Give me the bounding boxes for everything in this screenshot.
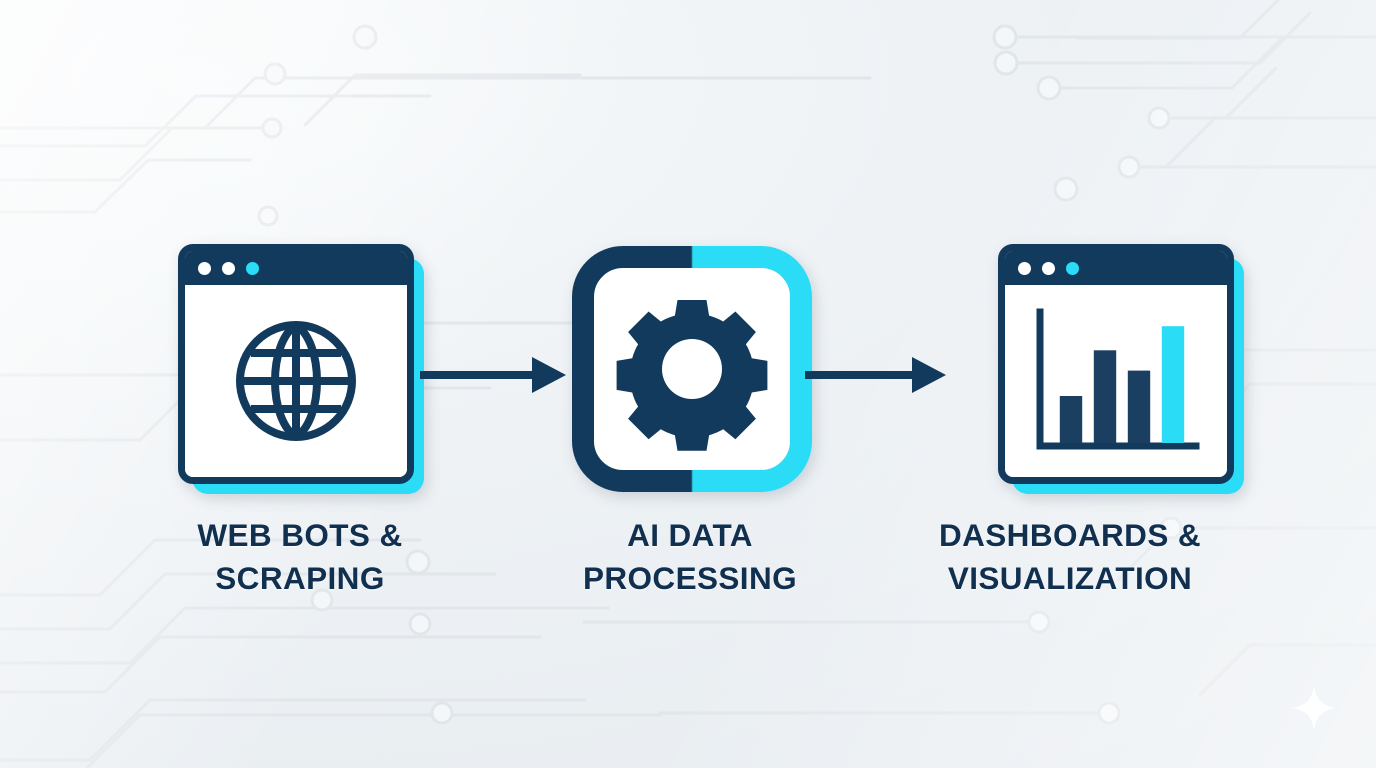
browser-content [1005, 285, 1227, 477]
sparkle-icon [1292, 686, 1336, 730]
web-bots-card[interactable] [170, 238, 430, 500]
window-dot-1 [1018, 261, 1031, 275]
window-dot-3 [246, 261, 259, 275]
browser-window-frame [178, 244, 414, 484]
browser-window-frame [998, 244, 1234, 484]
flow-step-label: WEB BOTS & SCRAPING [197, 517, 403, 596]
browser-titlebar [1005, 251, 1227, 285]
chart-bars [1059, 326, 1185, 443]
flow-step-label: AI DATA PROCESSING [582, 517, 798, 596]
window-dot-2 [1042, 261, 1055, 275]
chart-bar [1059, 396, 1083, 443]
flow-step-ai-processing[interactable]: AI DATA PROCESSING [560, 238, 820, 600]
chart-bar [1127, 370, 1151, 443]
connector-arrow-1 [420, 357, 566, 393]
chart-bar [1093, 350, 1117, 443]
split-border-square [572, 246, 812, 492]
ai-processing-card[interactable] [560, 238, 820, 500]
globe-icon [236, 321, 356, 441]
window-dot-1 [198, 261, 211, 275]
bar-chart-icon [1036, 308, 1200, 450]
browser-titlebar [185, 251, 407, 285]
connector-arrow-2 [805, 357, 946, 393]
chart-bar [1161, 326, 1185, 443]
flow-step-dashboards[interactable]: DASHBOARDS & VISUALIZATION [890, 238, 1250, 600]
dashboards-card[interactable] [940, 238, 1244, 500]
flow-step-web-bots[interactable]: WEB BOTS & SCRAPING [170, 238, 430, 600]
window-dot-2 [222, 261, 235, 275]
flow-step-label: DASHBOARDS & VISUALIZATION [938, 517, 1202, 596]
window-dot-3 [1066, 261, 1079, 275]
gear-icon [616, 300, 768, 451]
browser-content [185, 285, 407, 477]
chart-axes [1036, 308, 1200, 450]
